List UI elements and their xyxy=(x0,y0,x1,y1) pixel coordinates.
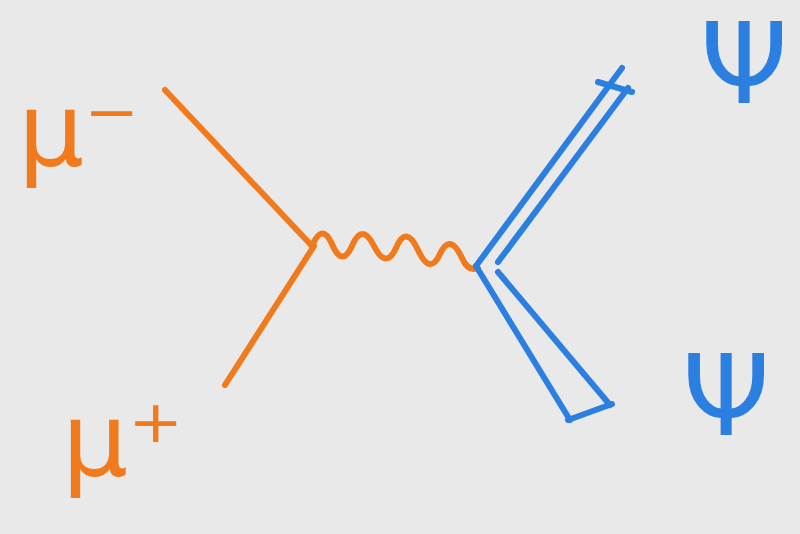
photon-line xyxy=(312,233,478,268)
particle-label: Ψ xyxy=(700,8,788,120)
particle-label: μ⁺ xyxy=(62,388,183,492)
heavy-line-inner xyxy=(498,88,628,262)
heavy-line-cap xyxy=(598,82,632,92)
heavy-line-inner xyxy=(498,272,610,405)
heavy-line-cap xyxy=(568,404,612,420)
muon-line xyxy=(165,90,312,246)
particle-label: μ⁻ xyxy=(18,78,139,182)
heavy-line-outer xyxy=(476,68,622,266)
particle-label: Ψ xyxy=(682,340,770,452)
antimuon-line xyxy=(225,246,314,385)
